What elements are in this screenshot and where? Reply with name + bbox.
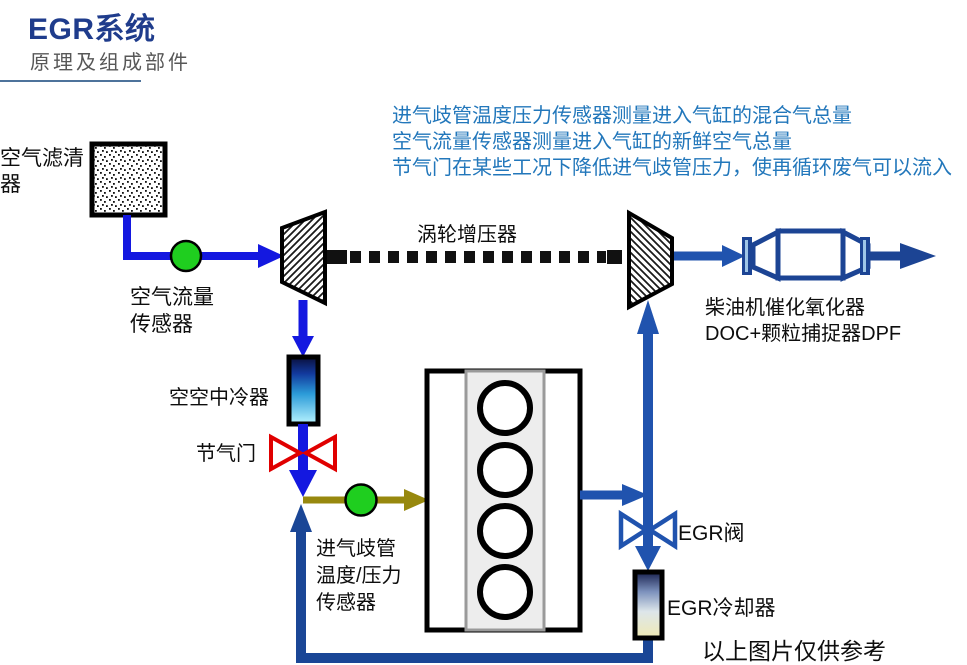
doc-body [775,228,846,281]
doc-in-arrowhead-icon [722,245,745,267]
egr-cooler-box [632,569,665,641]
air-flow-sensor-label: 空气流量传感器 [130,286,214,336]
egr-cooler-label: EGR冷却器 [667,597,776,620]
intercooler-label: 空空中冷器 [169,387,269,409]
exhaust-arrowhead-icon [622,484,648,506]
compressor-wheel [280,209,327,307]
egr-valve-label: EGR阀 [678,522,745,545]
catalyst-label-line2: DOC+颗粒捕捉器DPF [705,323,902,345]
manifold-sensor-icon [344,483,378,517]
egr-valve-right-icon [645,509,678,551]
note-line-1: 进气歧管温度压力传感器测量进入气缸的混合气总量 [392,105,852,127]
down-arrowhead-icon [292,336,314,357]
turbine-wheel [627,209,674,311]
egr-down-arrowhead-icon [635,546,661,571]
manifold-sensor-label: 进气歧管 温度/压力 传感器 [316,536,402,617]
egr-return-up-arrowhead-icon [290,504,312,532]
doc-left-cone [750,227,781,282]
air-filter-box [89,141,168,218]
intake-pipe [123,215,260,260]
cylinder-2 [477,442,533,498]
page-subtitle: 原理及组成部件 [30,52,191,74]
tailpipe-arrowhead-icon [900,243,936,269]
throttle-label: 节气门 [196,443,256,465]
turbocharger-label: 涡轮增压器 [417,224,517,246]
manifold-sensor-label-line2: 温度/压力 [316,565,402,587]
cylinder-3 [477,503,533,559]
doc-left-flange-highlight [745,240,748,272]
intake-arrowhead-icon [258,244,284,268]
turbine-in-arrowhead-icon [637,300,659,334]
manifold-sensor-label-line1: 进气歧管 [316,538,396,560]
egr-valve-left-icon [618,509,651,551]
throttle-valve-right-icon [301,433,337,473]
header-underline [0,80,141,82]
air-filter-label: 空气滤清器 [0,147,84,196]
manifold-down-arrowhead-icon [289,470,317,497]
manifold-arrowhead-icon [404,489,429,511]
intercooler-box [286,354,321,427]
air-flow-sensor-icon [169,239,203,273]
cylinder-1 [477,380,533,436]
shaft-stub-left [323,250,347,264]
shaft-stub-right [607,250,622,264]
cylinder-4 [477,564,533,620]
page-title: EGR系统 [28,13,156,46]
egr-return-pipe [296,528,653,663]
note-line-2: 空气流量传感器测量进入气缸的新鲜空气总量 [392,131,792,153]
note-line-3: 节气门在某些工况下降低进气歧管压力，使再循环废气可以流入 [392,157,952,179]
doc-right-flange-highlight [863,240,866,272]
manifold-sensor-label-line3: 传感器 [316,592,376,614]
disclaimer-text: 以上图片仅供参考 [702,638,886,664]
catalyst-label-line1: 柴油机催化氧化器 [705,297,865,319]
throttle-valve-left-icon [269,433,305,473]
